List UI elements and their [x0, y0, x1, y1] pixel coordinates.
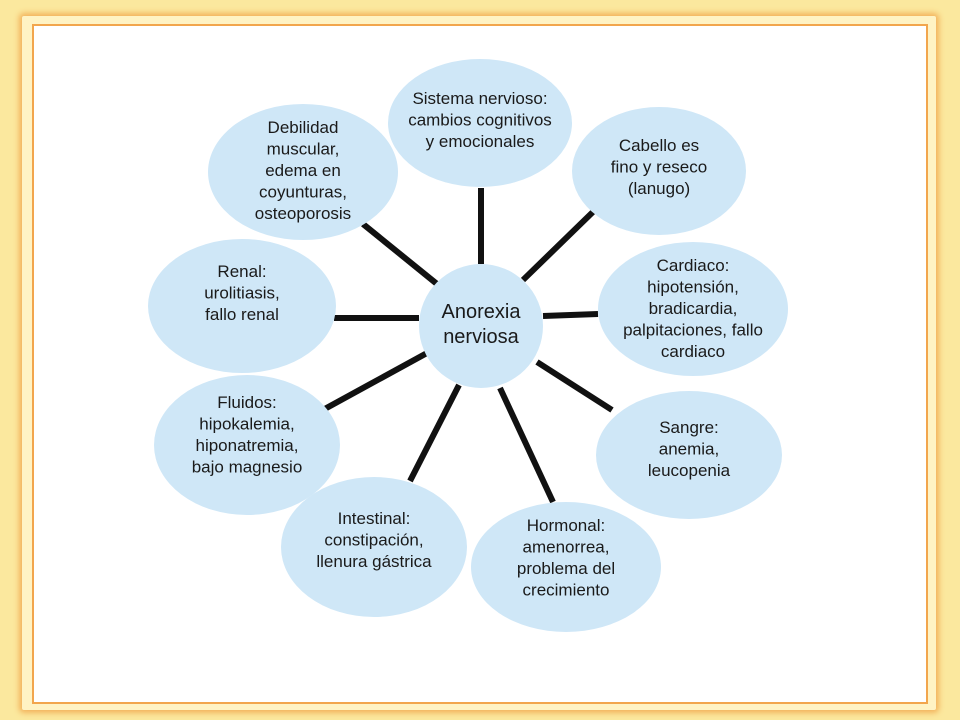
connector-fluidos: [319, 350, 429, 414]
node-label-line: Cabello es: [619, 136, 699, 155]
node-label-line: muscular,: [267, 140, 340, 159]
node-sangre: Sangre: anemia, leucopenia: [596, 391, 782, 519]
node-label-line: hipotensión,: [647, 278, 739, 297]
center-label: Anorexia nerviosa: [442, 301, 522, 348]
node-label-line: crecimiento: [523, 581, 610, 600]
node-label-line: hiponatremia,: [195, 436, 298, 455]
node-label-line: anemia,: [659, 440, 719, 459]
node-label-line: coyunturas,: [259, 183, 347, 202]
node-label-line: amenorrea,: [523, 538, 610, 557]
connector-cardiaco: [542, 311, 599, 319]
node-ellipse: [598, 242, 788, 376]
node-label: Hormonal: amenorrea, problema del crecimien…: [517, 516, 615, 600]
node-label-line: Debilidad: [268, 118, 339, 137]
center-label-line: Anorexia: [442, 301, 522, 323]
node-label-line: Intestinal:: [338, 509, 411, 528]
node-ellipse: [388, 59, 572, 187]
node-label-line: Renal:: [217, 262, 266, 281]
node-cabello: Cabello es fino y reseco (lanugo): [572, 107, 746, 235]
node-label-line: fallo renal: [205, 305, 279, 324]
node-ellipse: [471, 502, 661, 632]
node-label-line: leucopenia: [648, 461, 731, 480]
connector-debilidad: [361, 221, 439, 287]
node-label-line: Fluidos:: [217, 393, 277, 412]
connector-group: [319, 188, 614, 504]
node-group: Sistema nervioso: cambios cognitivos y emo…: [148, 59, 788, 632]
node-label-line: constipación,: [324, 531, 423, 550]
connector-intestinal: [407, 383, 462, 483]
node-label: Cardiaco: hipotensión, bradicardia, palpita…: [623, 256, 763, 361]
node-sistema-nervioso: Sistema nervioso: cambios cognitivos y emo…: [388, 59, 572, 187]
node-intestinal: Intestinal: constipación, llenura gástrica: [281, 477, 467, 617]
node-hormonal: Hormonal: amenorrea, problema del crecimien…: [471, 502, 661, 632]
node-label: Cabello es fino y reseco (lanugo): [611, 136, 707, 198]
node-label-line: Sangre:: [659, 418, 719, 437]
connector-sangre: [535, 359, 614, 413]
center-node: Anorexia nerviosa: [419, 264, 543, 388]
node-label-line: urolitiasis,: [204, 284, 280, 303]
node-label-line: cambios cognitivos: [408, 111, 552, 130]
node-debilidad: Debilidad muscular, edema en coyunturas, ost…: [208, 104, 398, 240]
node-label-line: fino y reseco: [611, 158, 707, 177]
node-label-line: edema en: [265, 161, 341, 180]
connector-cabello: [520, 205, 600, 283]
node-label: Sistema nervioso: cambios cognitivos y emo…: [408, 89, 552, 151]
node-label-line: llenura gástrica: [316, 552, 432, 571]
node-ellipse: [148, 239, 336, 373]
node-label-line: palpitaciones, fallo: [623, 321, 763, 340]
node-ellipse: [596, 391, 782, 519]
node-label-line: (lanugo): [628, 179, 690, 198]
node-label: Fluidos: hipokalemia, hiponatremia, bajo ma…: [192, 393, 303, 477]
node-label-line: bradicardia,: [649, 299, 738, 318]
node-ellipse: [281, 477, 467, 617]
node-label-line: problema del: [517, 559, 615, 578]
node-label-line: Hormonal:: [527, 516, 605, 535]
node-label-line: bajo magnesio: [192, 458, 303, 477]
node-cardiaco: Cardiaco: hipotensión, bradicardia, palpita…: [598, 242, 788, 376]
node-label-line: cardiaco: [661, 342, 725, 361]
node-label-line: hipokalemia,: [199, 415, 294, 434]
node-label: Debilidad muscular, edema en coyunturas, ost…: [255, 118, 351, 223]
center-circle: [419, 264, 543, 388]
node-label-line: osteoporosis: [255, 204, 351, 223]
center-label-line: nerviosa: [443, 326, 519, 348]
connector-hormonal: [497, 386, 556, 504]
node-label-line: Sistema nervioso:: [412, 89, 547, 108]
node-label-line: y emocionales: [426, 132, 535, 151]
node-ellipse: [154, 375, 340, 515]
node-label-line: Cardiaco:: [657, 256, 730, 275]
node-label: Intestinal: constipación, llenura gástrica: [316, 509, 432, 571]
node-label: Renal: urolitiasis, fallo renal: [204, 262, 280, 324]
node-fluidos: Fluidos: hipokalemia, hiponatremia, bajo ma…: [154, 375, 340, 515]
node-label: Sangre: anemia, leucopenia: [648, 418, 731, 480]
node-ellipse: [572, 107, 746, 235]
node-ellipse: [208, 104, 398, 240]
node-renal: Renal: urolitiasis, fallo renal: [148, 239, 336, 373]
